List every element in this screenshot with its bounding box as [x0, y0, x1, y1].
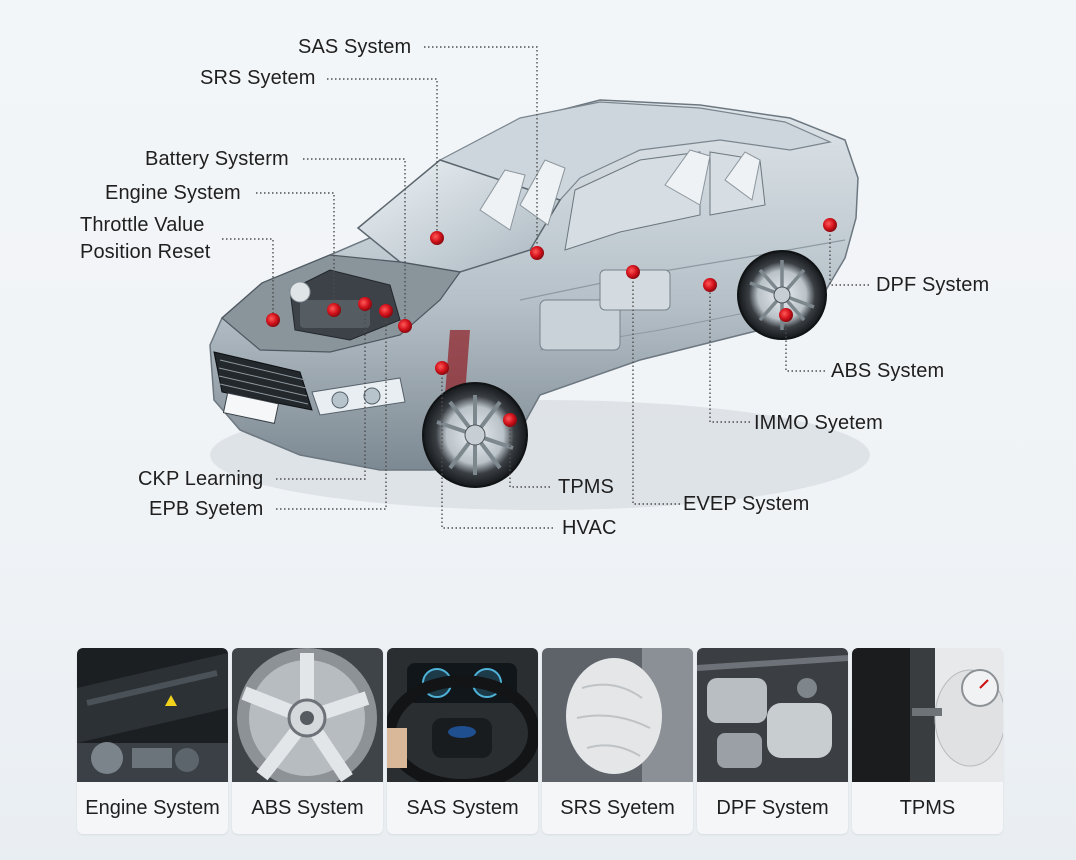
diagnostic-markers — [266, 218, 837, 427]
tile-abs-system[interactable]: ABS System — [232, 648, 383, 834]
tile-caption: TPMS — [899, 797, 956, 819]
tile-engine-system[interactable]: Engine System — [77, 648, 228, 834]
tile-sas-system[interactable]: SAS System — [387, 648, 538, 834]
tile-tpms[interactable]: TPMS — [852, 648, 1003, 834]
label-epb-system: EPB Syetem — [149, 498, 264, 520]
tile-caption: DPF System — [716, 797, 829, 819]
tile-caption: SAS System — [406, 797, 519, 819]
label-tpms: TPMS — [558, 476, 614, 498]
car-cutaway-illustration — [209, 46, 870, 529]
label-srs-system: SRS Syetem — [200, 67, 316, 89]
label-sas-system: SAS System — [298, 36, 412, 58]
tile-caption: Engine System — [85, 797, 220, 819]
airbag-photo-icon — [542, 648, 693, 782]
label-engine-system: Engine System — [105, 182, 241, 204]
brake-disc-photo-icon — [232, 648, 383, 782]
label-evep-system: EVEP System — [683, 493, 810, 515]
tile-caption: ABS System — [251, 797, 364, 819]
steering-wheel-photo-icon — [387, 648, 538, 782]
label-throttle-line1: Throttle Value — [80, 214, 205, 236]
label-abs-system: ABS System — [831, 360, 945, 382]
label-immo-system: IMMO Syetem — [754, 412, 883, 434]
tile-srs-system[interactable]: SRS Syetem — [542, 648, 693, 834]
tile-dpf-system[interactable]: DPF System — [697, 648, 848, 834]
engine-photo-icon — [77, 648, 228, 782]
tire-pressure-photo-icon — [852, 648, 1003, 782]
label-ckp-learning: CKP Learning — [138, 468, 264, 490]
label-dpf-system: DPF System — [876, 274, 990, 296]
dpf-filter-photo-icon — [697, 648, 848, 782]
label-battery-system: Battery Systerm — [145, 148, 289, 170]
label-throttle-line2: Position Reset — [80, 241, 211, 263]
tile-caption: SRS Syetem — [560, 797, 675, 819]
label-hvac: HVAC — [562, 517, 617, 539]
